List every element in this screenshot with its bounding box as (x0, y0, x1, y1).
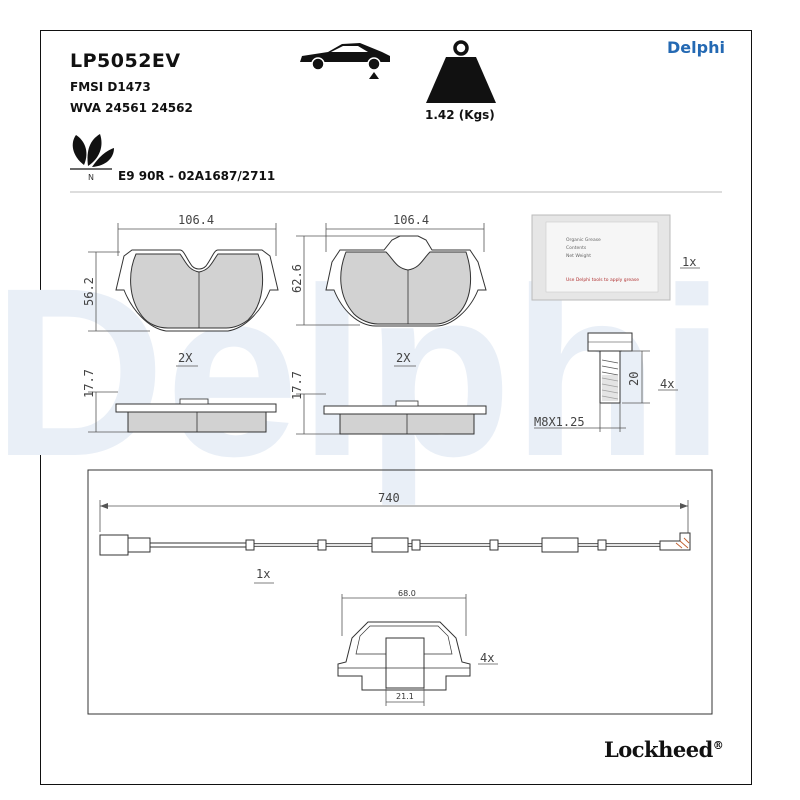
sensor-length: 740 (378, 491, 400, 505)
pad-right-height: 62.6 (290, 264, 304, 293)
sensor-qty: 1x (256, 567, 270, 581)
weight-icon (426, 40, 496, 103)
grease-label-3: Net Weight (566, 253, 591, 259)
pad-left-height: 56.2 (82, 277, 96, 306)
clip-qty: 4x (480, 651, 494, 665)
delphi-logo: Delphi (667, 38, 725, 57)
part-number: LP5052EV (70, 50, 181, 72)
clip-width: 68.0 (398, 589, 416, 598)
wear-sensor-cable (99, 500, 691, 556)
pad-right-width: 106.4 (393, 213, 429, 227)
pad-right-thickness: 17.7 (290, 371, 304, 400)
approval-code: E9 90R - 02A1687/2711 (118, 169, 276, 183)
bolt-drawing (534, 332, 650, 432)
grease-label-4: Use Delphi tools to apply grease (566, 277, 639, 283)
eco-mark: N (88, 173, 94, 182)
car-icon (300, 43, 390, 79)
grease-sachet: Organic Grease Contents Net Weight Use D… (531, 214, 671, 301)
fmsi-code: FMSI D1473 (70, 80, 151, 94)
pad-right-front-view: 106.4 62.6 (290, 213, 487, 327)
pad-left-front-view: 106.4 56.2 (82, 213, 279, 332)
lockheed-logo-text: Lockheed (604, 737, 713, 762)
pad-left-width: 106.4 (178, 213, 214, 227)
pad-left-thickness: 17.7 (82, 369, 96, 398)
leaf-icon: N (70, 134, 114, 182)
registered-mark: ® (712, 739, 724, 752)
grease-label-2: Contents (566, 245, 587, 251)
grease-label-1: Organic Grease (566, 237, 601, 243)
pad-right-side-view: 17.7 (290, 371, 487, 435)
retaining-clip (337, 594, 471, 706)
sensor-box (87, 469, 713, 715)
pad-left-side-view: 17.7 (82, 369, 277, 433)
pad-right-qty: 2X (396, 351, 411, 365)
weight-value: 1.42 (Kgs) (425, 108, 495, 122)
bolt-length: 20 (627, 372, 641, 386)
bolt-qty: 4x (660, 377, 674, 391)
lockheed-logo: Lockheed® (604, 737, 724, 762)
bolt-thread: M8X1.25 (534, 415, 585, 429)
pad-left-qty: 2X (178, 351, 193, 365)
clip-inner: 21.1 (396, 692, 414, 701)
wva-code: WVA 24561 24562 (70, 101, 193, 115)
drawing-frame (40, 30, 752, 785)
grease-qty: 1x (682, 255, 696, 269)
